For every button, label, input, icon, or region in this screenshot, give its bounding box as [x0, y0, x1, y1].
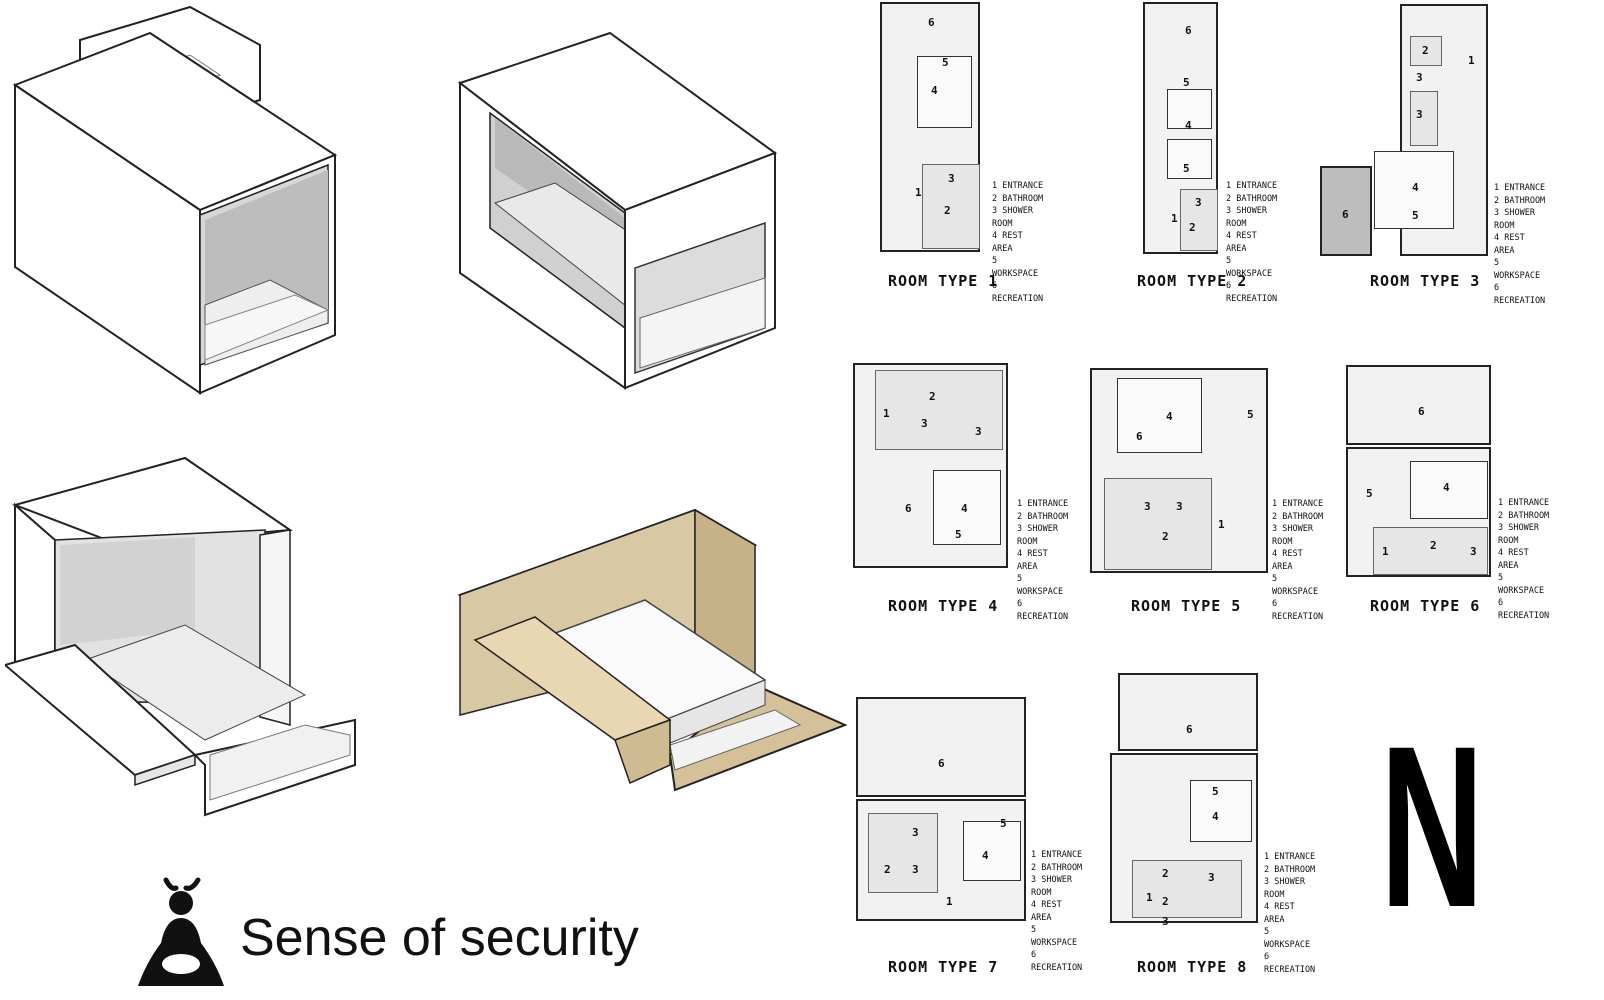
- room-title: ROOM TYPE 4: [888, 597, 999, 615]
- shower-zone: [1410, 91, 1438, 146]
- room-title: ROOM TYPE 5: [1131, 597, 1242, 615]
- rest-area-zone: [1117, 378, 1202, 453]
- room-title: ROOM TYPE 2: [1137, 272, 1248, 290]
- recreation-terrace: 6: [1346, 365, 1491, 445]
- floor-plan: 1 2 3 3 6 4 5: [853, 363, 1008, 568]
- tagline: Sense of security: [240, 909, 639, 967]
- recreation-terrace: 6: [1118, 673, 1258, 751]
- floor-plan: 4 6 5 3 3 2 1: [1090, 368, 1268, 573]
- room-title: ROOM TYPE 8: [1137, 958, 1248, 976]
- floor-plan: 6 5 4 5 3 2 1: [1143, 2, 1218, 254]
- rest-area-zone: [1190, 780, 1252, 842]
- floor-plan: 5 4 3 2 1 2 3: [1110, 753, 1258, 928]
- room-title: ROOM TYPE 1: [888, 272, 999, 290]
- recreation-terrace: 6: [1320, 166, 1372, 256]
- rest-area-zone: [963, 821, 1021, 881]
- bathroom-zone: [1373, 527, 1488, 575]
- bathroom-zone: [1410, 36, 1442, 66]
- room-title: ROOM TYPE 6: [1370, 597, 1481, 615]
- floor-plan: 4 5 1 2 3: [1346, 447, 1491, 577]
- bathroom-zone: [1104, 478, 1212, 570]
- iso-module-open-box: [457, 31, 778, 390]
- iso-module-wood-bed: [457, 508, 848, 792]
- bathroom-zone: [868, 813, 938, 893]
- room-title: ROOM TYPE 3: [1370, 272, 1481, 290]
- north-letter: N: [1380, 728, 1484, 914]
- iso-module-shelf-box: [5, 456, 356, 817]
- rest-area-zone: [1167, 139, 1212, 179]
- rest-area-zone: [917, 56, 972, 128]
- bathroom-zone: [1180, 189, 1218, 251]
- floor-plan: 6 5 4 3 2 1: [880, 2, 980, 252]
- north-arrow-icon: N: [1380, 728, 1484, 914]
- recreation-terrace: 6: [856, 697, 1026, 797]
- bathroom-zone: [922, 164, 980, 249]
- floor-plan: 3 2 3 5 4 1: [856, 799, 1026, 921]
- bathroom-zone: [1132, 860, 1242, 918]
- floor-plan: 2 3 3 1 4 5: [1374, 4, 1488, 256]
- room-title: ROOM TYPE 7: [888, 958, 999, 976]
- bathroom-zone: [875, 370, 1003, 450]
- rest-area-zone: [1410, 461, 1488, 519]
- rest-area-zone: [933, 470, 1001, 545]
- rest-area-zone: [1374, 151, 1454, 229]
- iso-module-skylight-box: [12, 5, 338, 395]
- workspace-zone: [1167, 89, 1212, 129]
- meditating-person-icon: [138, 877, 224, 986]
